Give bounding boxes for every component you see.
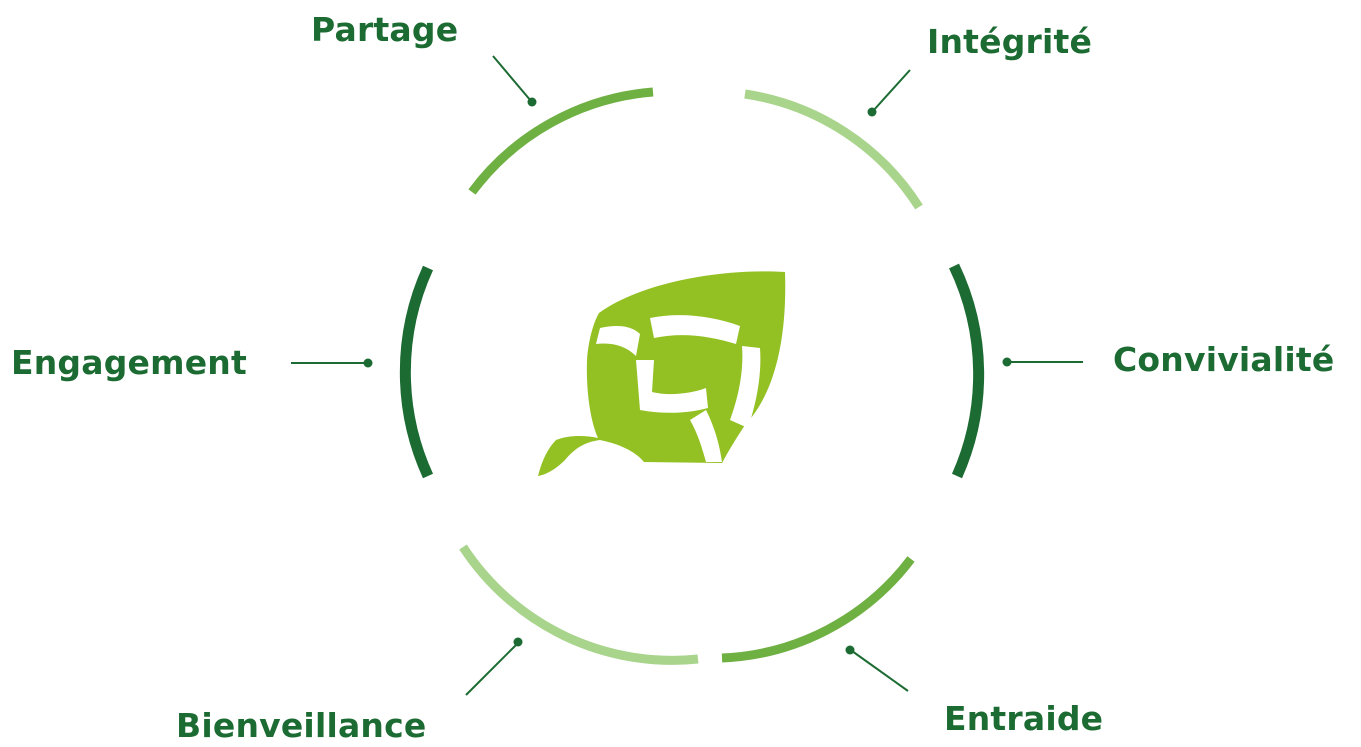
arc-convivialite	[949, 263, 985, 479]
label-convivialite: Convivialité	[1113, 340, 1335, 379]
label-entraide: Entraide	[944, 699, 1104, 738]
arc-bienveillance	[459, 544, 699, 665]
arc-integrite	[744, 89, 923, 210]
leaf-logo-icon	[538, 271, 786, 476]
connector-entraide	[845, 645, 909, 692]
label-integrite: Intégrité	[927, 22, 1093, 61]
connector-convivialite	[1002, 357, 1083, 367]
label-bienveillance: Bienveillance	[176, 706, 427, 745]
arc-entraide	[721, 556, 915, 663]
arc-engagement	[399, 265, 434, 479]
connector-integrite	[867, 69, 911, 117]
arc-partage	[468, 87, 654, 195]
label-engagement: Engagement	[11, 343, 247, 382]
connector-partage	[492, 55, 537, 107]
label-partage: Partage	[311, 10, 459, 49]
connector-engagement	[291, 358, 373, 368]
connector-bienveillance	[465, 637, 523, 696]
